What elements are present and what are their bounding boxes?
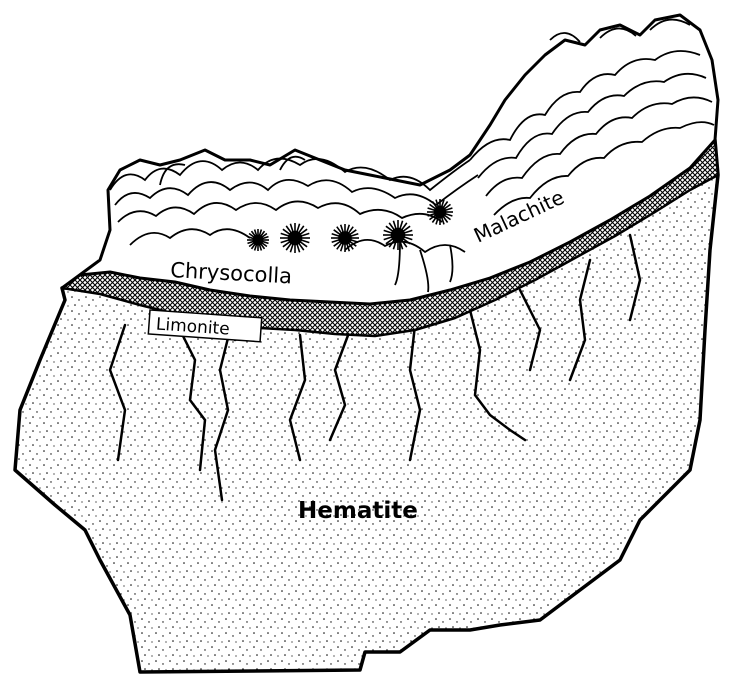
label-hematite: Hematite (298, 498, 418, 524)
